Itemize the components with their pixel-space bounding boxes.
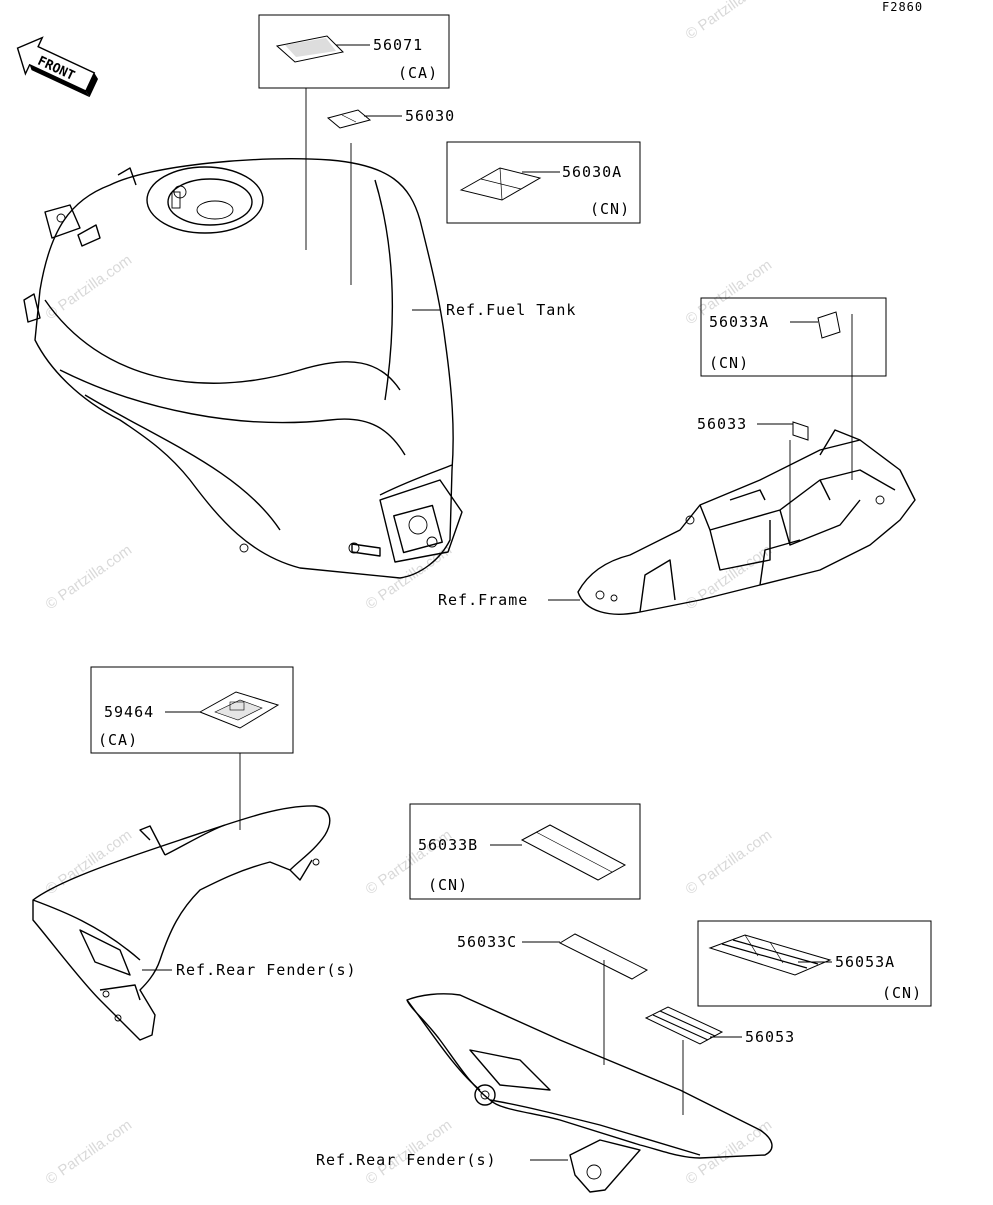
part-number-56030A: 56030A (562, 163, 622, 181)
fuel-tank-drawing (23, 158, 463, 579)
region-56033B: (CN) (428, 876, 468, 894)
ref-rear-fender-1: Ref.Rear Fender(s) (176, 961, 357, 979)
ref-fuel-tank: Ref.Fuel Tank (446, 301, 576, 319)
watermark: © Partzilla.com (683, 0, 776, 43)
part-number-59464: 59464 (104, 703, 154, 721)
decal-56053 (644, 1006, 724, 1045)
part-number-56033: 56033 (697, 415, 747, 433)
watermark: © Partzilla.com (683, 1116, 776, 1188)
part-number-56033B: 56033B (418, 836, 478, 854)
decal-56053A (708, 934, 832, 976)
part-number-56033A: 56033A (709, 313, 769, 331)
decal-56033 (792, 421, 809, 441)
rear-fender-bottom-drawing (406, 993, 773, 1193)
part-number-56053: 56053 (745, 1028, 795, 1046)
region-59464: (CA) (98, 731, 138, 749)
part-number-56030: 56030 (405, 107, 455, 125)
watermark: © Partzilla.com (43, 1116, 136, 1188)
region-56033A: (CN) (709, 354, 749, 372)
decal-56033A (817, 311, 841, 339)
region-56071: (CA) (398, 64, 438, 82)
callout-box-56071 (258, 14, 450, 89)
watermark: © Partzilla.com (43, 826, 136, 898)
callout-box-56033A (700, 297, 887, 377)
decal-56033C (558, 933, 649, 980)
watermark: © Partzilla.com (43, 251, 136, 323)
part-number-56033C: 56033C (457, 933, 517, 951)
watermark: © Partzilla.com (683, 826, 776, 898)
watermark: © Partzilla.com (43, 541, 136, 613)
part-number-56071: 56071 (373, 36, 423, 54)
decal-56033B (520, 824, 627, 881)
decal-56071 (275, 35, 345, 63)
ref-rear-fender-2: Ref.Rear Fender(s) (316, 1151, 497, 1169)
figure-id: F2860 (882, 0, 923, 14)
frame-drawing (577, 429, 916, 615)
ref-frame: Ref.Frame (438, 591, 528, 609)
region-56053A: (CN) (882, 984, 922, 1002)
region-56030A: (CN) (590, 200, 630, 218)
callout-box-56053A (697, 920, 932, 1007)
callout-box-56033B (409, 803, 641, 900)
rear-fender-left-drawing (32, 805, 331, 1041)
front-arrow-icon: FRONT (16, 36, 99, 98)
decal-56030 (326, 109, 372, 129)
callout-box-59464 (90, 666, 294, 754)
callout-box-56030A (446, 141, 641, 224)
part-number-56053A: 56053A (835, 953, 895, 971)
